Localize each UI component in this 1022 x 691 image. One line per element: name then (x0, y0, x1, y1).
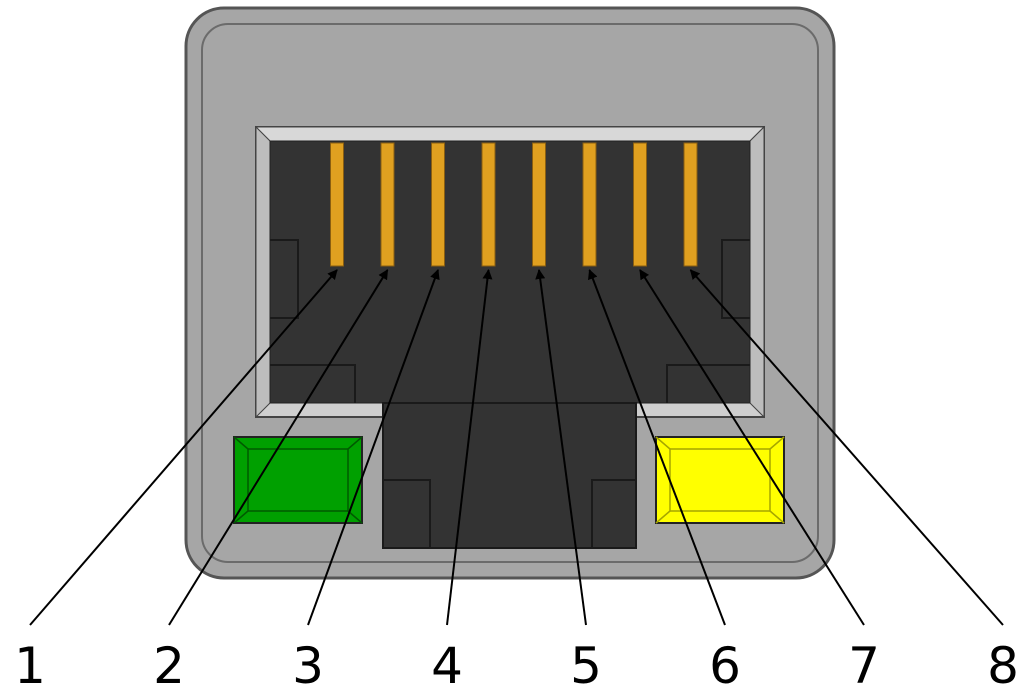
contact-pin-4 (481, 142, 496, 267)
leader-line-2 (168, 269, 389, 626)
leader-line-6 (588, 269, 726, 626)
pin-label-1: 1 (14, 637, 46, 691)
contact-pin-1 (330, 142, 344, 267)
pin-label-4: 4 (431, 637, 463, 691)
activity-led-yellow (655, 436, 785, 524)
leader-line-3 (307, 269, 440, 626)
pin-label-2: 2 (153, 637, 185, 691)
pin-label-3: 3 (292, 637, 324, 691)
pin-label-6: 6 (709, 637, 741, 691)
leader-line-5 (535, 269, 587, 626)
leader-lines (29, 269, 1004, 626)
pin-labels: 1 2 3 4 5 6 7 8 (14, 637, 1019, 691)
leader-line-4 (446, 269, 493, 626)
pin-label-7: 7 (848, 637, 880, 691)
contact-pin-7 (633, 142, 647, 267)
link-led-green (233, 436, 363, 524)
contact-pin-5 (532, 142, 546, 267)
contact-pin-3 (431, 142, 445, 267)
contact-pin-2 (380, 142, 395, 267)
leader-line-1 (29, 269, 338, 626)
contact-pins (330, 142, 698, 267)
contact-pin-6 (582, 142, 597, 267)
pin-label-5: 5 (570, 637, 602, 691)
pin-label-8: 8 (987, 637, 1019, 691)
leader-line-7 (639, 269, 865, 626)
leader-line-8 (689, 269, 1004, 626)
contact-pin-8 (683, 142, 698, 267)
